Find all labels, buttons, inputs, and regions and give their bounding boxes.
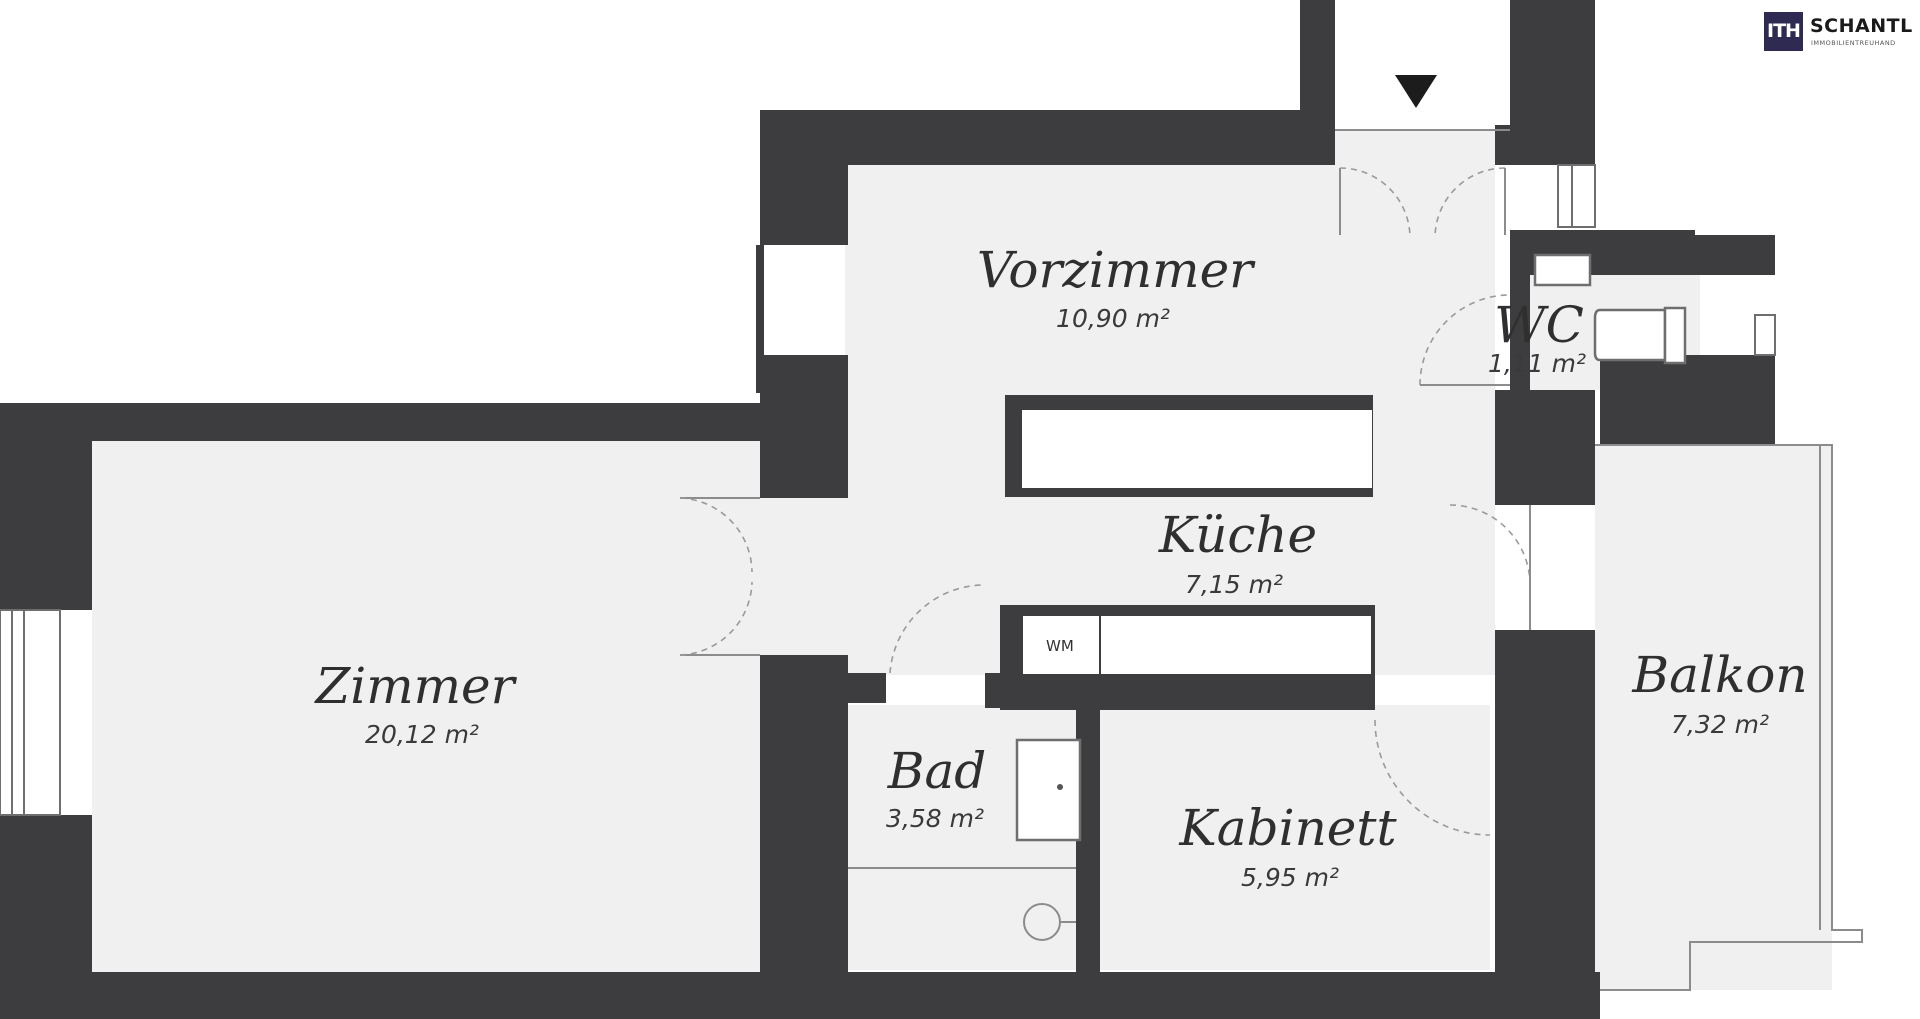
room-name-kueche: Küche bbox=[1158, 506, 1317, 564]
wall bbox=[1495, 630, 1595, 1010]
toilet bbox=[1593, 308, 1667, 362]
washing-machine-label: WM bbox=[1046, 637, 1074, 655]
wall bbox=[760, 110, 1335, 165]
room-area-zimmer: 20,12 m² bbox=[365, 720, 479, 749]
wall bbox=[1510, 230, 1530, 390]
room-name-bad: Bad bbox=[887, 742, 987, 800]
logo-name: SCHANTL bbox=[1810, 15, 1913, 37]
room-area-bad: 3,58 m² bbox=[886, 804, 984, 833]
window bbox=[1557, 164, 1596, 228]
room-name-kabinett: Kabinett bbox=[1178, 799, 1397, 857]
balkon-railing bbox=[1595, 444, 1863, 991]
wall bbox=[1300, 0, 1335, 165]
wall bbox=[760, 655, 848, 972]
floor-entry bbox=[1335, 130, 1495, 240]
wall bbox=[0, 972, 1600, 1019]
room-name-balkon: Balkon bbox=[1631, 646, 1807, 704]
wc-basin bbox=[1533, 253, 1592, 287]
fixtures bbox=[848, 253, 1687, 941]
kitchen-counters: WM bbox=[1021, 410, 1373, 676]
floor-kabinett bbox=[1100, 705, 1490, 970]
room-area-wc: 1,11 m² bbox=[1488, 349, 1586, 378]
room-area-kabinett: 5,95 m² bbox=[1241, 863, 1339, 892]
lower-counter bbox=[1021, 614, 1373, 676]
room-name-vorzimmer: Vorzimmer bbox=[977, 241, 1256, 299]
logo-mark: ITH bbox=[1764, 12, 1803, 51]
company-logo: ITH SCHANTL IMMOBILIENTREUHAND bbox=[1764, 12, 1914, 52]
doors bbox=[679, 294, 1531, 836]
wall bbox=[760, 360, 848, 498]
entrance bbox=[1335, 75, 1510, 239]
toilet-tank bbox=[1663, 306, 1687, 365]
wall bbox=[1495, 125, 1595, 165]
wall bbox=[1695, 235, 1775, 275]
wall bbox=[760, 355, 848, 367]
bad-basin bbox=[1015, 738, 1082, 842]
room-labels: Vorzimmer 10,90 m² WC 1,11 m² Küche 7,15… bbox=[313, 241, 1807, 892]
wall bbox=[1700, 355, 1775, 445]
wall bbox=[1600, 355, 1700, 445]
room-name-zimmer: Zimmer bbox=[313, 657, 517, 715]
floor-zimmer bbox=[92, 440, 760, 972]
floor-balkon bbox=[1595, 445, 1832, 990]
entrance-arrow-icon bbox=[1395, 75, 1437, 108]
wall bbox=[848, 673, 886, 703]
room-area-kueche: 7,15 m² bbox=[1185, 570, 1283, 599]
wall bbox=[1570, 630, 1595, 650]
wall bbox=[1595, 230, 1695, 275]
wall bbox=[0, 403, 760, 441]
wall bbox=[985, 673, 1375, 708]
window bbox=[1754, 314, 1776, 356]
room-name-wc: WC bbox=[1494, 296, 1584, 354]
window bbox=[0, 609, 61, 816]
logo-subtitle: IMMOBILIENTREUHAND bbox=[1811, 39, 1896, 47]
room-area-vorzimmer: 10,90 m² bbox=[1056, 304, 1170, 333]
wall bbox=[1495, 390, 1530, 505]
windows bbox=[0, 164, 1776, 816]
room-area-balkon: 7,32 m² bbox=[1671, 710, 1769, 739]
wall bbox=[756, 245, 764, 393]
upper-counter bbox=[1022, 410, 1372, 488]
